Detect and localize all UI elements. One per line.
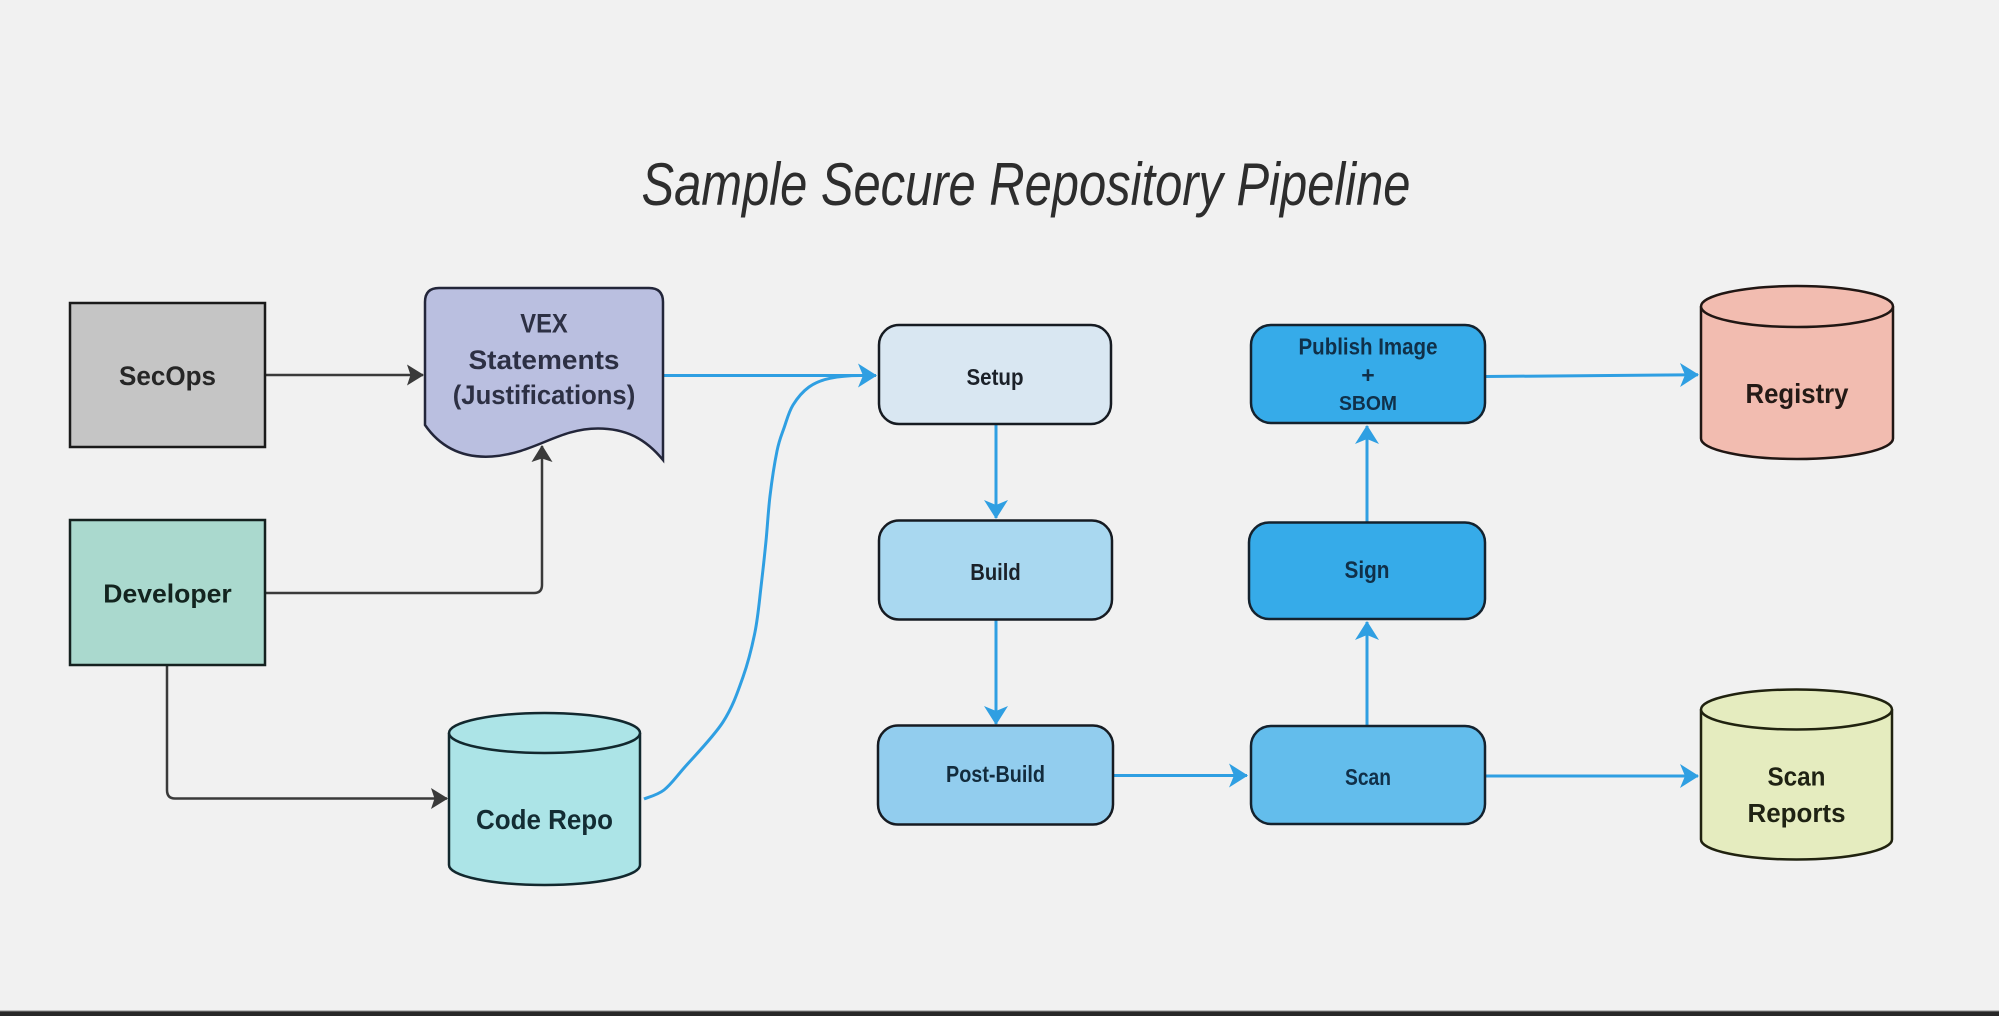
svg-text:Developer: Developer [103, 579, 232, 609]
svg-text:Post-Build: Post-Build [946, 761, 1045, 787]
svg-text:Publish Image: Publish Image [1299, 334, 1438, 360]
svg-text:Scan: Scan [1768, 764, 1826, 792]
svg-text:Setup: Setup [967, 364, 1024, 390]
svg-text:Build: Build [970, 559, 1021, 585]
svg-text:SecOps: SecOps [119, 361, 216, 391]
svg-text:Reports: Reports [1748, 800, 1846, 828]
svg-text:Sample Secure Repository Pipel: Sample Secure Repository Pipeline [642, 151, 1411, 218]
svg-text:SBOM: SBOM [1339, 393, 1397, 415]
svg-text:Statements: Statements [469, 345, 620, 375]
svg-text:Registry: Registry [1746, 378, 1850, 409]
svg-text:+: + [1361, 362, 1374, 388]
svg-text:Code Repo: Code Repo [476, 804, 613, 835]
svg-text:Sign: Sign [1345, 557, 1390, 584]
svg-text:VEX: VEX [520, 309, 568, 339]
svg-text:(Justifications): (Justifications) [453, 380, 636, 410]
svg-text:Scan: Scan [1345, 764, 1391, 790]
